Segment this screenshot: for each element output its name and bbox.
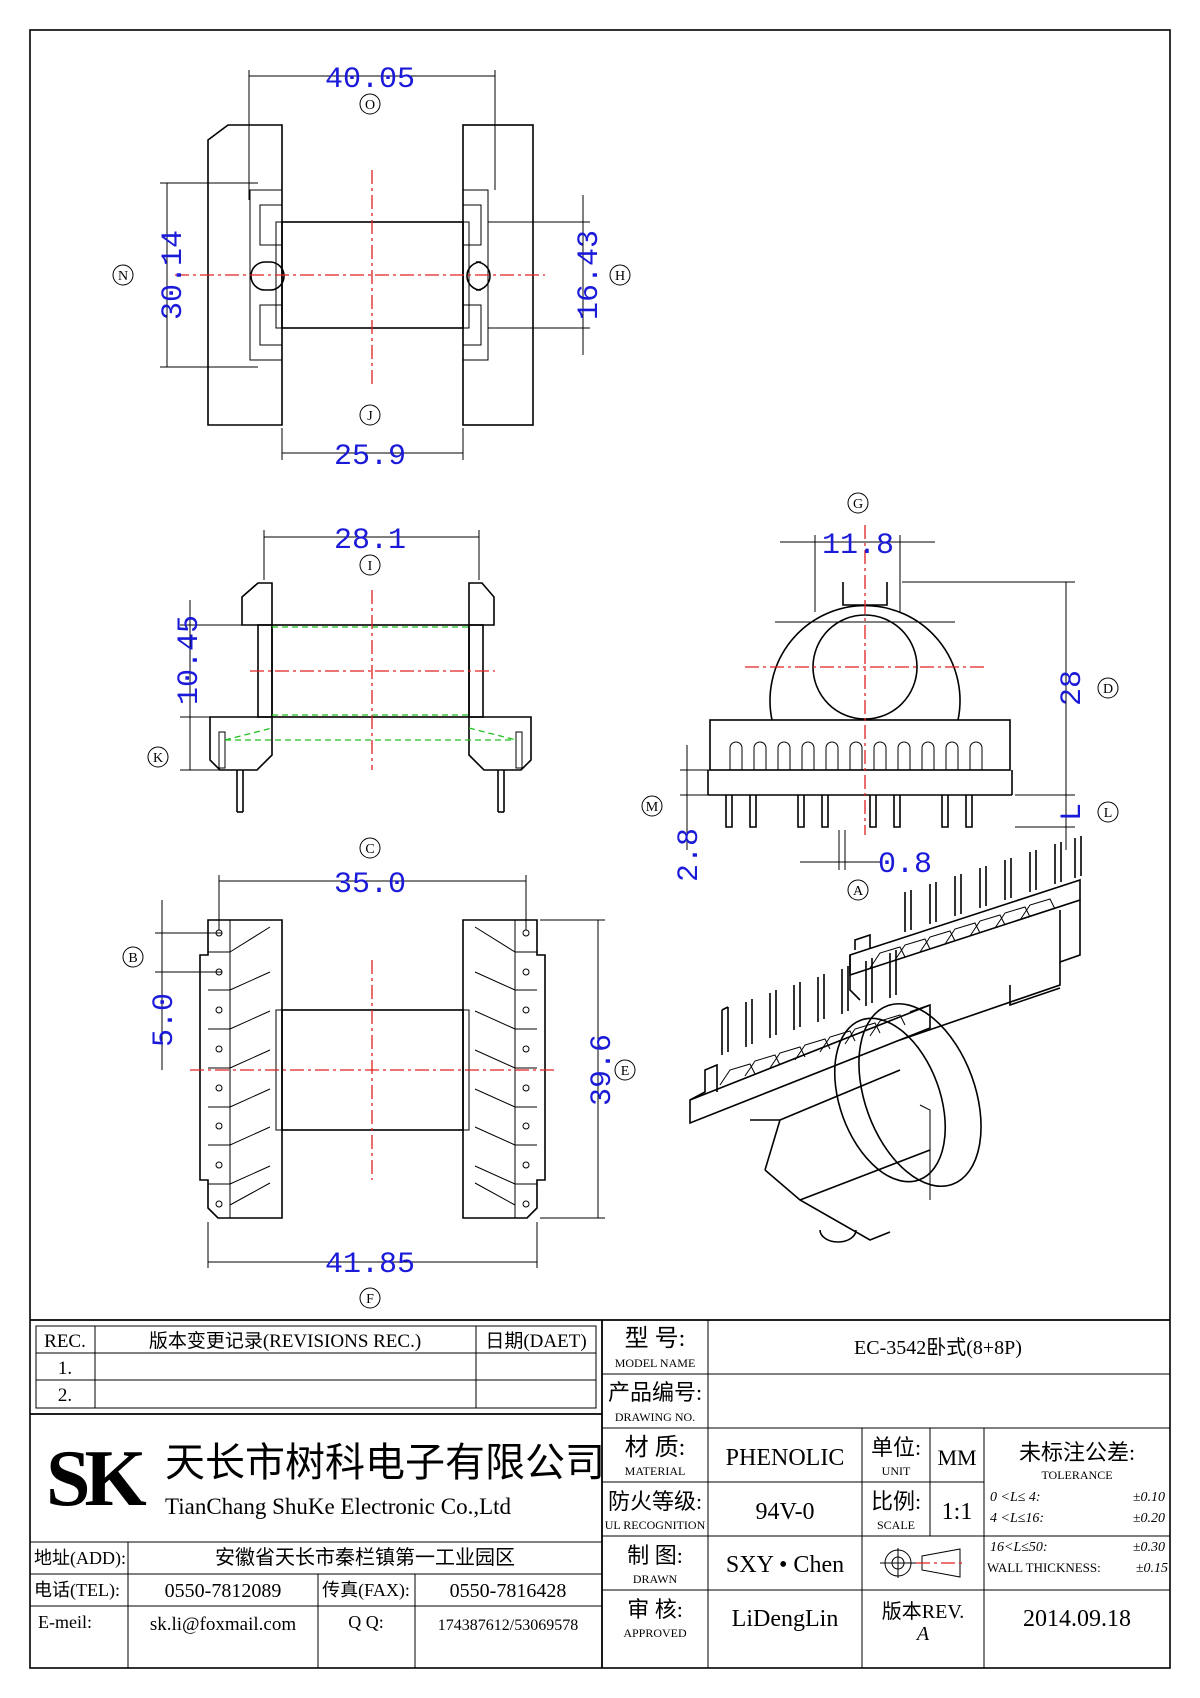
unit-label-cn: 单位: <box>871 1435 921 1460</box>
tolerance-label-en: TOLERANCE <box>1041 1468 1112 1482</box>
dim-35-0: 35.0 <box>334 868 406 902</box>
tolerance-value: ±0.30 <box>1133 1540 1165 1555</box>
tel-label: 电话(TEL): <box>34 1580 120 1601</box>
dim-40-05: 40.05 <box>325 63 415 97</box>
tolerance-value: ±0.10 <box>1133 1490 1165 1505</box>
dim-16-43: 16.43 <box>573 230 607 320</box>
dim-28: 28 <box>1056 670 1090 706</box>
date-value: 2014.09.18 <box>1023 1606 1131 1632</box>
drawn-label-cn: 制 图: <box>627 1543 683 1568</box>
qq-value: 174387612/53069578 <box>438 1617 578 1634</box>
drawn-value: SXY • Chen <box>726 1552 844 1578</box>
model-value: EC-3542卧式(8+8P) <box>854 1336 1022 1359</box>
dim-5-0: 5.0 <box>148 993 182 1047</box>
dim-L: L <box>1056 803 1090 821</box>
tolerance-range: 4 <L≤16: <box>990 1511 1044 1526</box>
dim-11-8: 11.8 <box>822 529 894 563</box>
callout-E: E <box>621 1064 630 1079</box>
projection-symbol-icon <box>880 1548 966 1578</box>
address-value: 安徽省天长市秦栏镇第一工业园区 <box>215 1546 515 1569</box>
revisions-header: 版本变更记录(REVISIONS REC.) <box>149 1330 421 1352</box>
revision-row: 2. <box>58 1385 72 1406</box>
rev-value: A <box>915 1623 930 1645</box>
ul-value: 94V-0 <box>755 1499 814 1525</box>
scale-label-en: SCALE <box>877 1518 915 1532</box>
bottom-view <box>155 875 605 1268</box>
callout-G: G <box>853 497 863 512</box>
side-view <box>680 525 1075 870</box>
approved-value: LiDengLin <box>732 1606 839 1632</box>
approved-label-en: APPROVED <box>623 1626 687 1640</box>
callout-J: J <box>367 409 373 424</box>
rev-label: 版本REV. <box>882 1600 964 1623</box>
fax-label: 传真(FAX): <box>322 1580 410 1601</box>
callout-A: A <box>853 884 864 899</box>
callout-K: K <box>153 751 163 766</box>
callout-C: C <box>365 842 374 857</box>
dim-0-8: 0.8 <box>878 848 932 882</box>
email-value: sk.li@foxmail.com <box>150 1614 296 1635</box>
wall-thickness-label: WALL THICKNESS: <box>987 1560 1101 1575</box>
callout-D: D <box>1103 682 1113 697</box>
callout-B: B <box>128 951 137 966</box>
callout-M: M <box>646 800 659 815</box>
front-view <box>180 530 532 813</box>
approved-label-cn: 审 核: <box>627 1597 683 1622</box>
scale-value: 1:1 <box>942 1499 973 1525</box>
isometric-view <box>689 836 1082 1243</box>
callout-markers <box>112 93 1119 1309</box>
dim-39-6: 39.6 <box>586 1034 620 1106</box>
model-label-cn: 型 号: <box>625 1325 686 1352</box>
title-block-grid <box>30 1319 1170 1668</box>
dim-41-85: 41.85 <box>325 1248 415 1282</box>
tolerance-range: 0 <L≤ 4: <box>990 1490 1041 1505</box>
unit-value: MM <box>937 1445 976 1470</box>
callout-N: N <box>118 269 128 284</box>
sheet-border <box>29 29 1171 1669</box>
date-header: 日期(DAET) <box>485 1330 586 1352</box>
dim-25-9: 25.9 <box>334 440 406 474</box>
drawing-label-en: DRAWING NO. <box>615 1410 695 1424</box>
email-label: E-meil: <box>38 1612 92 1632</box>
qq-label: Q Q: <box>348 1612 384 1632</box>
top-view <box>160 70 590 460</box>
callout-H: H <box>615 269 625 284</box>
tolerance-title: 未标注公差: <box>1019 1440 1135 1465</box>
drawing-label-cn: 产品编号: <box>608 1380 702 1405</box>
dim-28-1: 28.1 <box>334 524 406 558</box>
company-name-cn: 天长市树科电子有限公司 <box>165 1440 605 1485</box>
callout-L: L <box>1104 806 1113 821</box>
ul-label-en: UL RECOGNITION <box>605 1518 706 1532</box>
company-name-en: TianChang ShuKe Electronic Co.,Ltd <box>165 1494 512 1519</box>
svg-text:SK: SK <box>46 1435 146 1523</box>
tel-value: 0550-7812089 <box>165 1580 282 1602</box>
material-label-en: MATERIAL <box>625 1464 686 1478</box>
ul-label-cn: 防火等级: <box>608 1489 702 1514</box>
company-logo: SK <box>46 1435 152 1523</box>
tolerance-value: ±0.20 <box>1133 1511 1165 1526</box>
scale-label-cn: 比例: <box>871 1489 921 1514</box>
tolerance-range: 16<L≤50: <box>990 1540 1048 1555</box>
fax-value: 0550-7816428 <box>450 1580 567 1602</box>
callout-F: F <box>366 1292 374 1307</box>
material-label-cn: 材 质: <box>625 1434 686 1461</box>
material-value: PHENOLIC <box>726 1445 845 1471</box>
model-label-en: MODEL NAME <box>615 1356 696 1370</box>
dim-30-14: 30.14 <box>157 230 191 320</box>
dim-2-8: 2.8 <box>673 828 707 882</box>
address-label: 地址(ADD): <box>34 1548 126 1569</box>
rec-header: REC. <box>44 1331 86 1352</box>
drawn-label-en: DRAWN <box>633 1572 678 1586</box>
wall-thickness-value: ±0.15 <box>1136 1561 1168 1576</box>
callout-O: O <box>365 98 375 113</box>
callout-I: I <box>368 559 373 574</box>
revision-row: 1. <box>58 1358 72 1379</box>
unit-label-en: UNIT <box>882 1464 911 1478</box>
dim-10-45: 10.45 <box>173 615 207 705</box>
